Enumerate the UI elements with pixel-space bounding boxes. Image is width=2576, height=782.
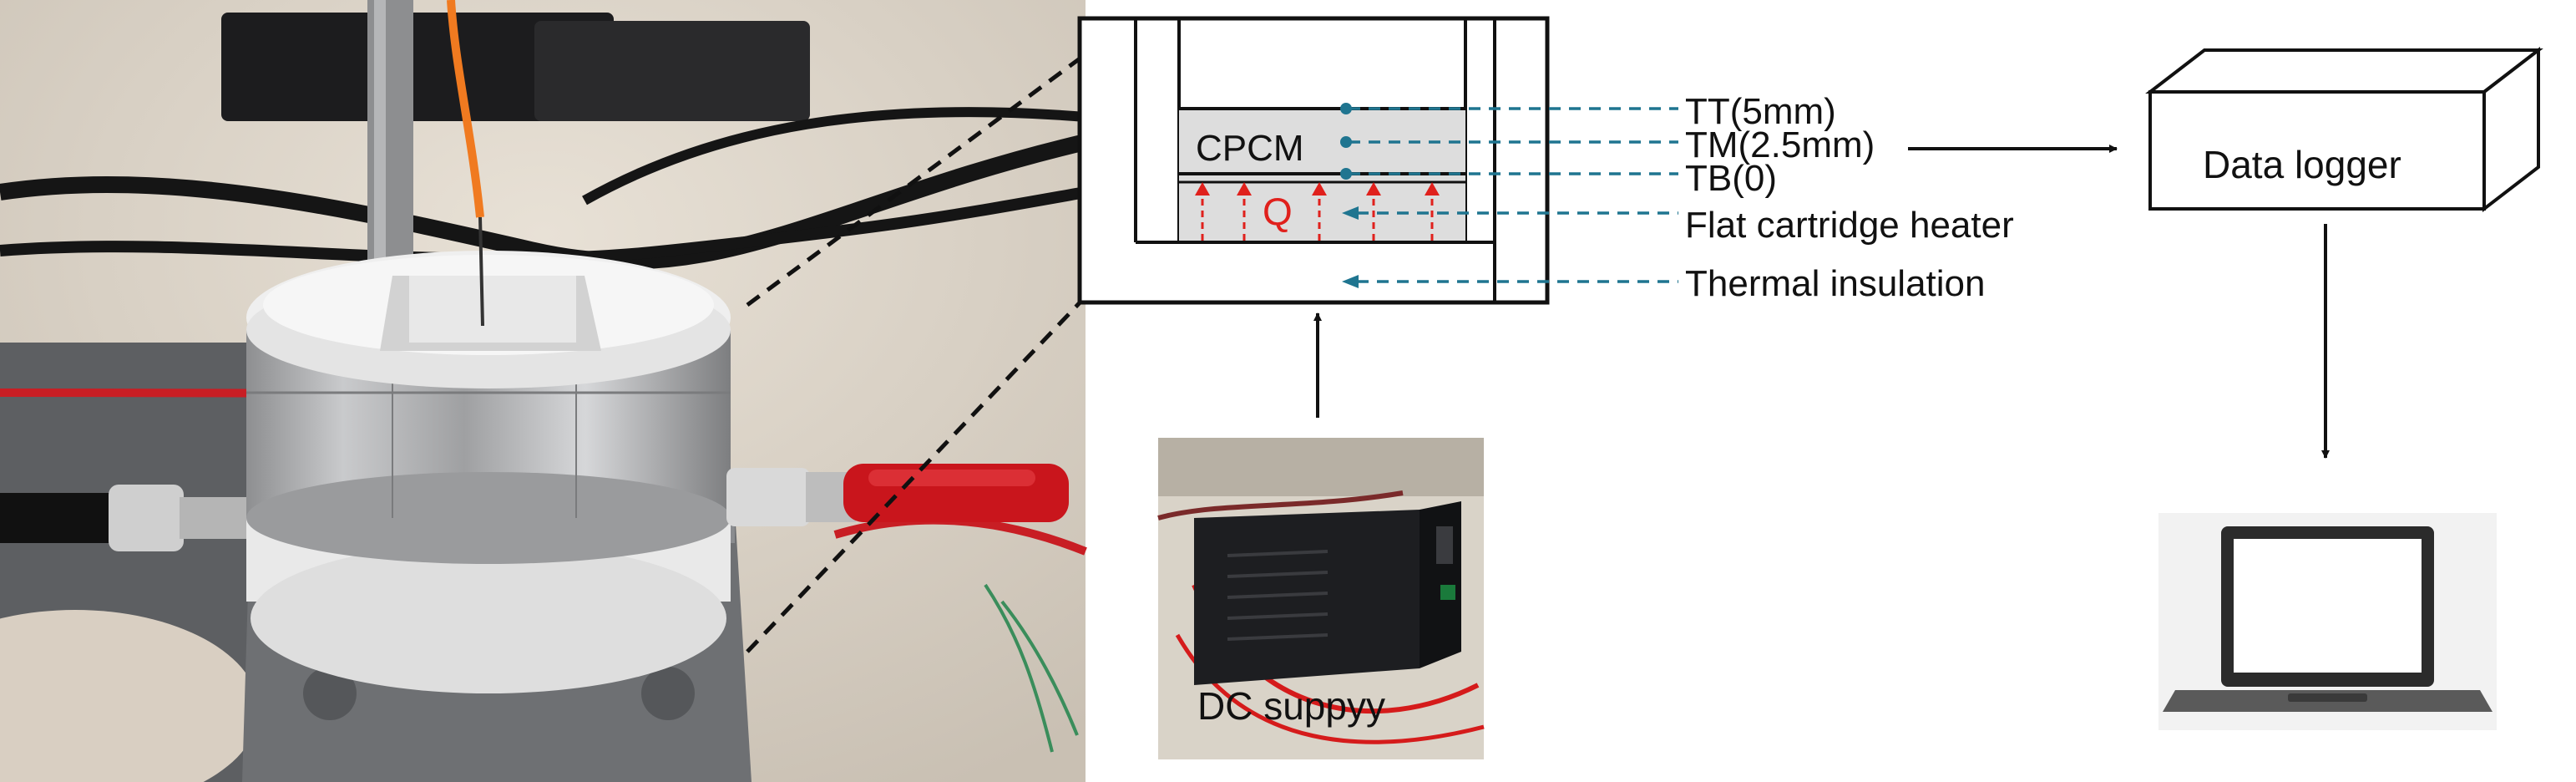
callout-tb: TB(0)	[1685, 158, 1777, 199]
sensor-tb-dot	[1340, 168, 1352, 180]
callout-tt: TT(5mm)	[1685, 91, 1836, 132]
dc-supply-label: DC suppyy	[1197, 684, 1385, 728]
cross-section-schematic	[1077, 16, 1550, 305]
dc-supply-photo	[1157, 438, 1485, 759]
callout-leaders	[1349, 107, 1678, 283]
callout-tm: TM(2.5mm)	[1685, 124, 1875, 165]
callout-heater: Flat cartridge heater	[1685, 205, 2014, 246]
heat-flux-arrows	[1201, 190, 1434, 241]
callout-insulation: Thermal insulation	[1685, 263, 1986, 304]
data-logger-label: Data logger	[2203, 143, 2401, 186]
zoom-line-bottom	[746, 295, 1087, 653]
heat-label: Q	[1263, 190, 1293, 233]
sensor-tt-dot	[1340, 103, 1352, 114]
sensor-tm-dot	[1340, 136, 1352, 148]
zoom-line-top	[746, 52, 1087, 307]
laptop-icon	[2158, 513, 2497, 730]
data-logger-box	[2145, 46, 2543, 213]
material-label: CPCM	[1196, 128, 1304, 169]
experimental-setup-photo	[0, 0, 1088, 782]
